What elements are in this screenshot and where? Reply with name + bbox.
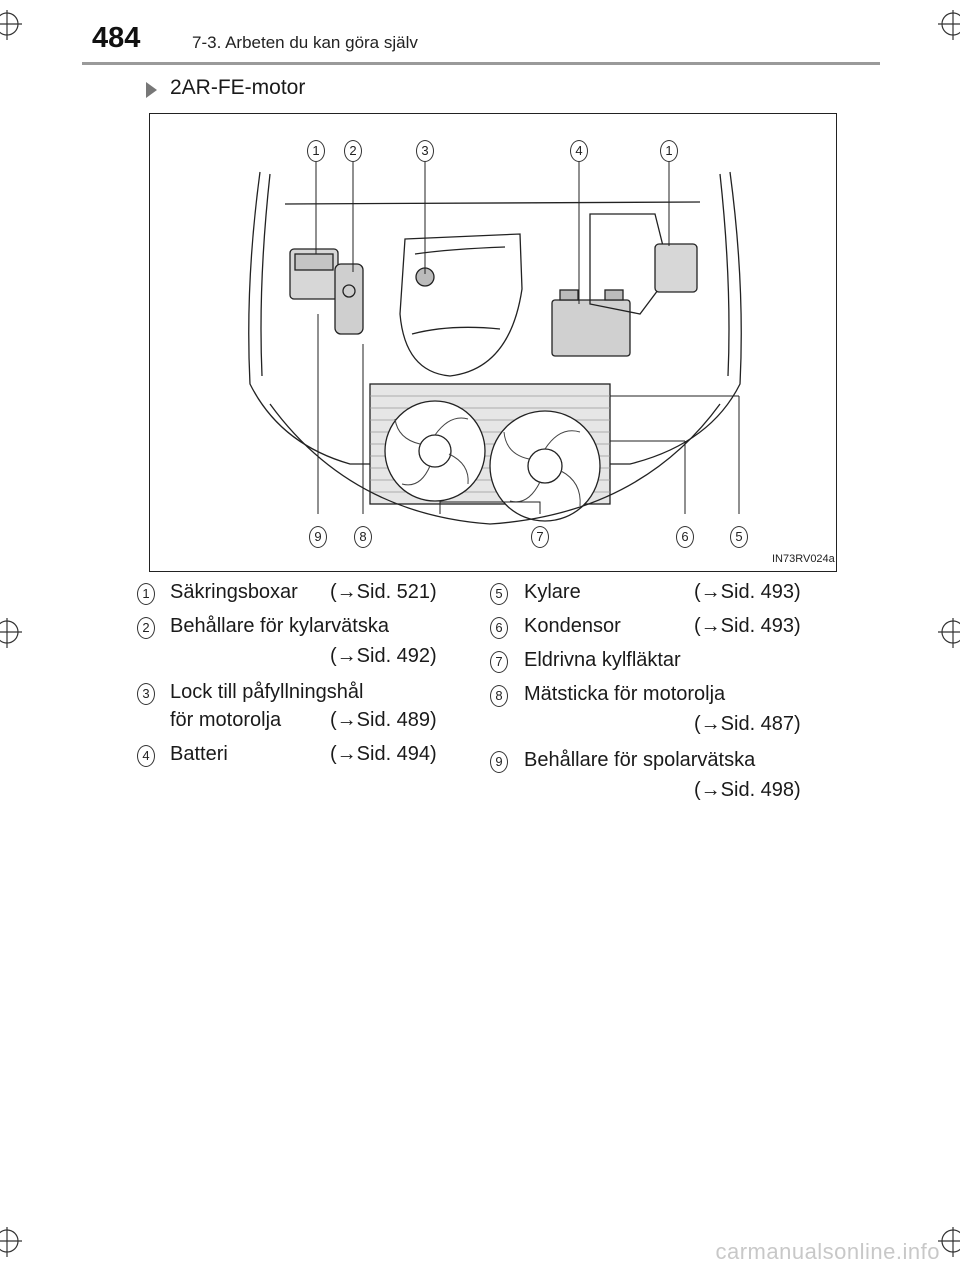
legend-ref-washer-reservoir: (→Sid. 498) bbox=[694, 779, 801, 801]
legend-label-cooling-fans: Eldrivna kylfläktar bbox=[524, 649, 681, 671]
callout-9: 9 bbox=[309, 526, 327, 548]
legend-badge-9: 9 bbox=[490, 751, 508, 773]
legend-badge-8: 8 bbox=[490, 685, 508, 707]
page-number: 484 bbox=[92, 22, 141, 54]
section-title: 2AR-FE-motor bbox=[170, 76, 306, 99]
legend-badge-2: 2 bbox=[137, 617, 155, 639]
engine-bay-figure: 1 2 3 4 1 9 8 7 6 5 bbox=[149, 113, 837, 572]
callout-1-top-right: 1 bbox=[660, 140, 678, 162]
legend-ref-condenser: (→Sid. 493) bbox=[694, 615, 801, 637]
legend-label-fuse-boxes: Säkringsboxar bbox=[170, 581, 298, 603]
legend-ref-dipstick: (→Sid. 487) bbox=[694, 713, 801, 735]
legend-badge-6: 6 bbox=[490, 617, 508, 639]
legend-label-washer-reservoir: Behållare för spolarvätska bbox=[524, 749, 756, 771]
header-divider bbox=[82, 62, 880, 65]
watermark: carmanualsonline.info bbox=[715, 1239, 940, 1264]
callout-5: 5 bbox=[730, 526, 748, 548]
legend-label-dipstick: Mätsticka för motorolja bbox=[524, 683, 726, 705]
callout-2: 2 bbox=[344, 140, 362, 162]
legend-badge-7: 7 bbox=[490, 651, 508, 673]
legend-ref-radiator: (→Sid. 493) bbox=[694, 581, 801, 603]
legend-label-oil-cap-line2: för motorolja bbox=[170, 709, 282, 731]
figure-code: IN73RV024a bbox=[772, 553, 835, 565]
legend-badge-1: 1 bbox=[137, 583, 155, 605]
legend-ref-oil-cap: (→Sid. 489) bbox=[330, 709, 437, 731]
callout-4: 4 bbox=[570, 140, 588, 162]
legend-label-condenser: Kondensor bbox=[524, 615, 621, 637]
legend-badge-3: 3 bbox=[137, 683, 155, 705]
chapter-title: 7-3. Arbeten du kan göra själv bbox=[192, 33, 418, 52]
legend-label-radiator: Kylare bbox=[524, 581, 581, 603]
callout-1-top-left: 1 bbox=[307, 140, 325, 162]
legend-ref-fuse-boxes: (→Sid. 521) bbox=[330, 581, 437, 603]
legend-label-oil-cap: Lock till påfyllningshål bbox=[170, 681, 364, 703]
legend-label-battery: Batteri bbox=[170, 743, 228, 765]
callout-3: 3 bbox=[416, 140, 434, 162]
callout-8: 8 bbox=[354, 526, 372, 548]
bullet-triangle-icon bbox=[146, 82, 157, 98]
legend-ref-battery: (→Sid. 494) bbox=[330, 743, 437, 765]
callout-7: 7 bbox=[531, 526, 549, 548]
legend-ref-coolant-reservoir: (→Sid. 492) bbox=[330, 645, 437, 667]
engine-bay-illustration bbox=[248, 162, 742, 525]
callout-6: 6 bbox=[676, 526, 694, 548]
legend-badge-5: 5 bbox=[490, 583, 508, 605]
legend-label-coolant-reservoir: Behållare för kylarvätska bbox=[170, 615, 389, 637]
legend-badge-4: 4 bbox=[137, 745, 155, 767]
